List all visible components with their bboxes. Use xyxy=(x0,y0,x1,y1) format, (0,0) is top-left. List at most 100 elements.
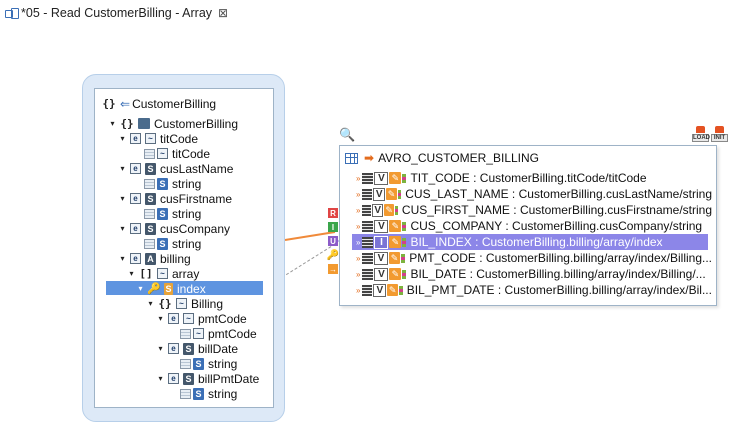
load-icon[interactable]: LOAD xyxy=(692,126,710,142)
expand-icon[interactable]: ▾ xyxy=(120,254,125,263)
update-icon[interactable]: U xyxy=(328,236,338,246)
tree-row-label: string xyxy=(172,176,202,191)
tree-root-header[interactable]: {} ⇐ CustomerBilling xyxy=(102,96,216,111)
editor-tab[interactable]: *05 - Read CustomerBilling - Array ⊠ xyxy=(0,0,228,26)
tree-row[interactable]: ▾ e ~ pmtCode xyxy=(156,311,247,326)
edit-icon[interactable]: ✎ xyxy=(389,172,402,184)
field-icon xyxy=(144,238,155,249)
key-icon[interactable]: 🔑 xyxy=(326,249,340,261)
edit-icon[interactable]: ✎ xyxy=(389,268,402,280)
array-icon: [] xyxy=(139,267,153,280)
expand-icon[interactable]: ▾ xyxy=(158,374,163,383)
mapping-row[interactable]: » V ✎ CUS_COMPANY : CustomerBilling.cusC… xyxy=(356,218,712,234)
expand-icon[interactable]: ▾ xyxy=(120,224,125,233)
mapping-row[interactable]: » V ✎ CUS_LAST_NAME : CustomerBilling.cu… xyxy=(356,186,712,202)
tree-row-label: titCode xyxy=(172,146,211,161)
mapping-row-label: CUS_FIRST_NAME : CustomerBilling.cusFirs… xyxy=(401,203,712,217)
union-icon: ~ xyxy=(183,313,194,324)
status-icon xyxy=(397,189,402,199)
expand-icon[interactable]: ▾ xyxy=(110,119,115,128)
union-icon: ~ xyxy=(193,328,204,339)
element-icon: e xyxy=(168,373,179,384)
mapping-row-selected[interactable]: » I ✎ BIL_INDEX : CustomerBilling.billin… xyxy=(352,234,708,250)
expand-icon[interactable]: ▾ xyxy=(158,344,163,353)
field-icon xyxy=(180,328,191,339)
target-table-header[interactable]: ➡ AVRO_CUSTOMER_BILLING xyxy=(345,150,539,166)
column-icon xyxy=(362,172,374,184)
field-icon xyxy=(144,178,155,189)
mapping-row[interactable]: » V ✎ TIT_CODE : CustomerBilling.titCode… xyxy=(356,170,712,186)
tree-row[interactable]: S string xyxy=(144,206,201,221)
tree-row[interactable]: S string xyxy=(180,386,237,401)
expand-icon[interactable]: ▾ xyxy=(120,194,125,203)
status-icon xyxy=(402,173,407,183)
string-type-icon: S xyxy=(157,207,168,220)
close-tab-icon[interactable]: ⊠ xyxy=(218,6,229,20)
edit-icon[interactable]: ✎ xyxy=(388,252,401,264)
mapping-row[interactable]: » V ✎ CUS_FIRST_NAME : CustomerBilling.c… xyxy=(356,202,712,218)
tree-row[interactable]: ▾ e ~ titCode xyxy=(118,131,198,146)
mapping-row[interactable]: » V ✎ BIL_DATE : CustomerBilling.billing… xyxy=(356,266,712,282)
tree-row[interactable]: ▾ {} CustomerBilling xyxy=(108,116,238,131)
edit-icon[interactable]: ✎ xyxy=(387,284,399,296)
string-type-icon: S xyxy=(145,162,156,175)
search-icon[interactable]: 🔍 xyxy=(339,127,356,142)
tree-row[interactable]: ▾ e S billDate xyxy=(156,341,238,356)
mapping-row[interactable]: » V ✎ PMT_CODE : CustomerBilling.billing… xyxy=(356,250,712,266)
edit-icon[interactable]: ✎ xyxy=(389,220,402,232)
tree-row-label: billing xyxy=(160,251,191,266)
value-badge: V xyxy=(373,283,387,297)
tree-row-label: string xyxy=(208,386,238,401)
tree-row-label: pmtCode xyxy=(198,311,247,326)
tree-row-selected[interactable]: ▾ 🔑 S index xyxy=(136,281,205,296)
tree-row[interactable]: ▾ e S cusLastName xyxy=(118,161,233,176)
expand-icon[interactable]: ▾ xyxy=(129,269,134,278)
field-icon xyxy=(144,148,155,159)
table-icon xyxy=(345,152,358,164)
tree-row[interactable]: S string xyxy=(144,236,201,251)
string-type-icon: S xyxy=(145,222,156,235)
edit-icon[interactable]: ✎ xyxy=(384,204,394,216)
marker-icon: » xyxy=(356,173,361,183)
group-icon xyxy=(138,118,150,129)
tree-row[interactable]: ▾ {} ~ Billing xyxy=(146,296,223,311)
insert-icon[interactable]: I xyxy=(328,222,338,232)
index-link-line xyxy=(264,245,333,289)
source-tree[interactable] xyxy=(94,88,274,408)
tree-row-label: billPmtDate xyxy=(198,371,260,386)
mapping-row-label: BIL_PMT_DATE : CustomerBilling.billing/a… xyxy=(406,283,712,297)
tree-row[interactable]: ▾ [] ~ array xyxy=(127,266,199,281)
edit-icon[interactable]: ✎ xyxy=(386,188,397,200)
expand-icon[interactable]: ▾ xyxy=(148,299,153,308)
string-type-icon: S xyxy=(157,237,168,250)
string-type-icon: S xyxy=(193,387,204,400)
mapping-row-label: TIT_CODE : CustomerBilling.titCode/titCo… xyxy=(410,171,647,185)
string-type-icon: S xyxy=(183,372,194,385)
edit-icon[interactable]: ✎ xyxy=(389,236,402,248)
tree-row[interactable]: ▾ e A billing xyxy=(118,251,191,266)
tree-row[interactable]: ~ pmtCode xyxy=(180,326,257,341)
mapping-row-label: BIL_DATE : CustomerBilling.billing/array… xyxy=(410,267,706,281)
expand-icon[interactable]: ▾ xyxy=(120,134,125,143)
status-icon xyxy=(399,285,403,295)
expand-icon[interactable]: ▾ xyxy=(158,314,163,323)
string-type-icon: S xyxy=(183,342,194,355)
tree-row-label: CustomerBilling xyxy=(154,116,239,131)
tree-row[interactable]: ~ titCode xyxy=(144,146,210,161)
element-icon: e xyxy=(130,133,141,144)
value-badge: V xyxy=(372,187,386,201)
tree-row[interactable]: ▾ e S cusCompany xyxy=(118,221,230,236)
expand-icon[interactable]: ▾ xyxy=(138,284,143,293)
column-icon xyxy=(362,284,373,296)
tree-row[interactable]: S string xyxy=(144,176,201,191)
expand-icon[interactable]: ▾ xyxy=(120,164,125,173)
tree-row[interactable]: S string xyxy=(180,356,237,371)
init-icon[interactable]: INIT xyxy=(711,126,728,142)
export-icon[interactable]: → xyxy=(328,264,338,274)
tree-row[interactable]: ▾ e S billPmtDate xyxy=(156,371,259,386)
mapping-row[interactable]: » V ✎ BIL_PMT_DATE : CustomerBilling.bil… xyxy=(356,282,712,298)
tree-row-label: cusLastName xyxy=(160,161,234,176)
tree-row[interactable]: ▾ e S cusFirstname xyxy=(118,191,232,206)
read-icon[interactable]: R xyxy=(328,208,338,218)
tree-row-label: array xyxy=(172,266,200,281)
